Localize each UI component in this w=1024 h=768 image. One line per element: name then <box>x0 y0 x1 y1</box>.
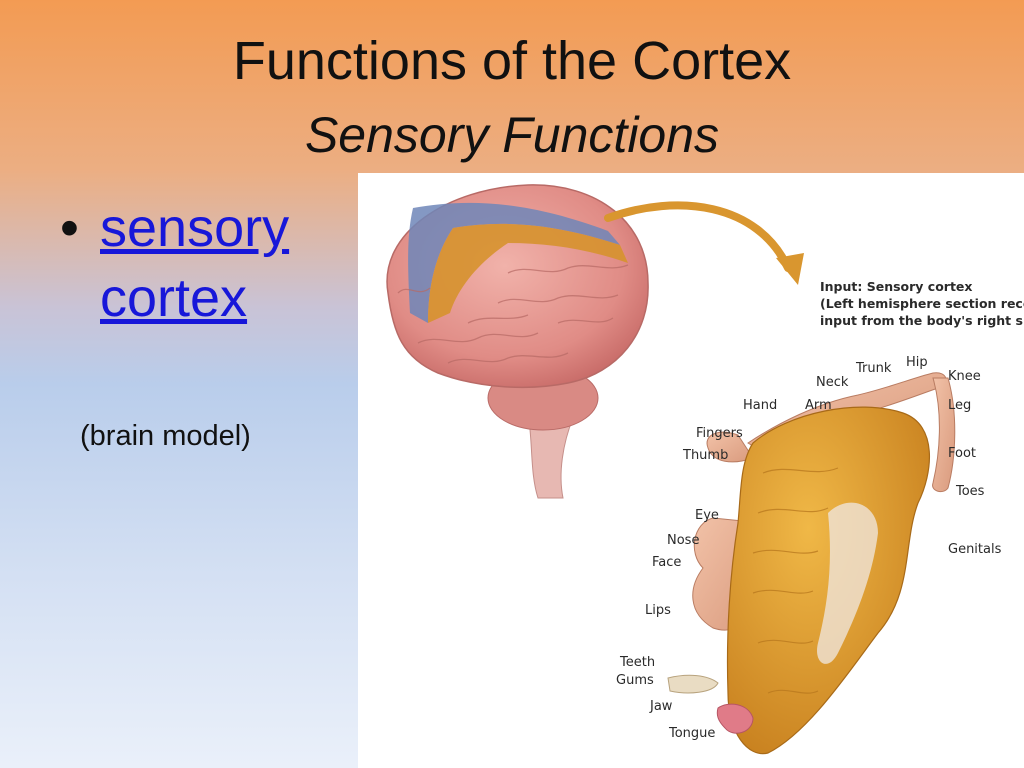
label-toes: Toes <box>955 484 985 499</box>
label-foot: Foot <box>948 446 976 461</box>
label-neck: Neck <box>816 375 849 390</box>
cortex-tissue <box>726 406 931 755</box>
label-knee: Knee <box>948 369 981 384</box>
label-leg: Leg <box>948 398 971 413</box>
label-hip: Hip <box>906 355 928 370</box>
hand-fingers <box>706 431 754 463</box>
cortex-section <box>667 372 956 755</box>
label-jaw: Jaw <box>649 699 673 714</box>
bullet-marker: • <box>60 198 79 258</box>
brain-stem <box>527 412 574 499</box>
figure-illustration: Input: Sensory cortex (Left hemisphere s… <box>386 184 1024 755</box>
figure-caption-line3: input from the body's right side) <box>820 313 1024 328</box>
label-hand: Hand <box>743 398 777 413</box>
label-face: Face <box>652 555 681 570</box>
cortex-folds <box>752 467 839 694</box>
tongue <box>716 703 754 734</box>
label-thumb: Thumb <box>682 448 728 463</box>
brain-illustration <box>386 184 649 499</box>
brain-folds <box>397 264 629 364</box>
sensory-cortex-figure: Input: Sensory cortex (Left hemisphere s… <box>358 173 1024 768</box>
leg-foot <box>932 377 956 493</box>
bullet-item: • sensory cortex <box>60 193 350 333</box>
motor-strip <box>408 202 620 323</box>
label-tongue: Tongue <box>668 726 715 741</box>
bullet-list: • sensory cortex <box>60 193 350 333</box>
figure-caption-line2: (Left hemisphere section receives <box>820 296 1024 311</box>
label-arm: Arm <box>805 398 832 413</box>
label-eye: Eye <box>695 508 719 523</box>
label-trunk: Trunk <box>855 361 892 376</box>
slide-title: Functions of the Cortex <box>232 31 792 91</box>
pointer-arrow <box>604 201 804 285</box>
label-nose: Nose <box>667 533 699 548</box>
jaw <box>667 674 719 694</box>
label-gums: Gums <box>616 673 654 688</box>
sensory-cortex-link[interactable]: sensory cortex <box>100 198 290 328</box>
brain-model-note: (brain model) <box>80 420 251 452</box>
white-matter <box>817 502 878 664</box>
label-teeth: Teeth <box>619 655 655 670</box>
figure-caption-title: Input: Sensory cortex <box>820 279 972 294</box>
sensory-strip <box>428 223 628 323</box>
label-lips: Lips <box>645 603 671 618</box>
label-genitals: Genitals <box>948 542 1002 557</box>
label-fingers: Fingers <box>696 426 743 441</box>
slide-subtitle: Sensory Functions <box>304 107 720 163</box>
